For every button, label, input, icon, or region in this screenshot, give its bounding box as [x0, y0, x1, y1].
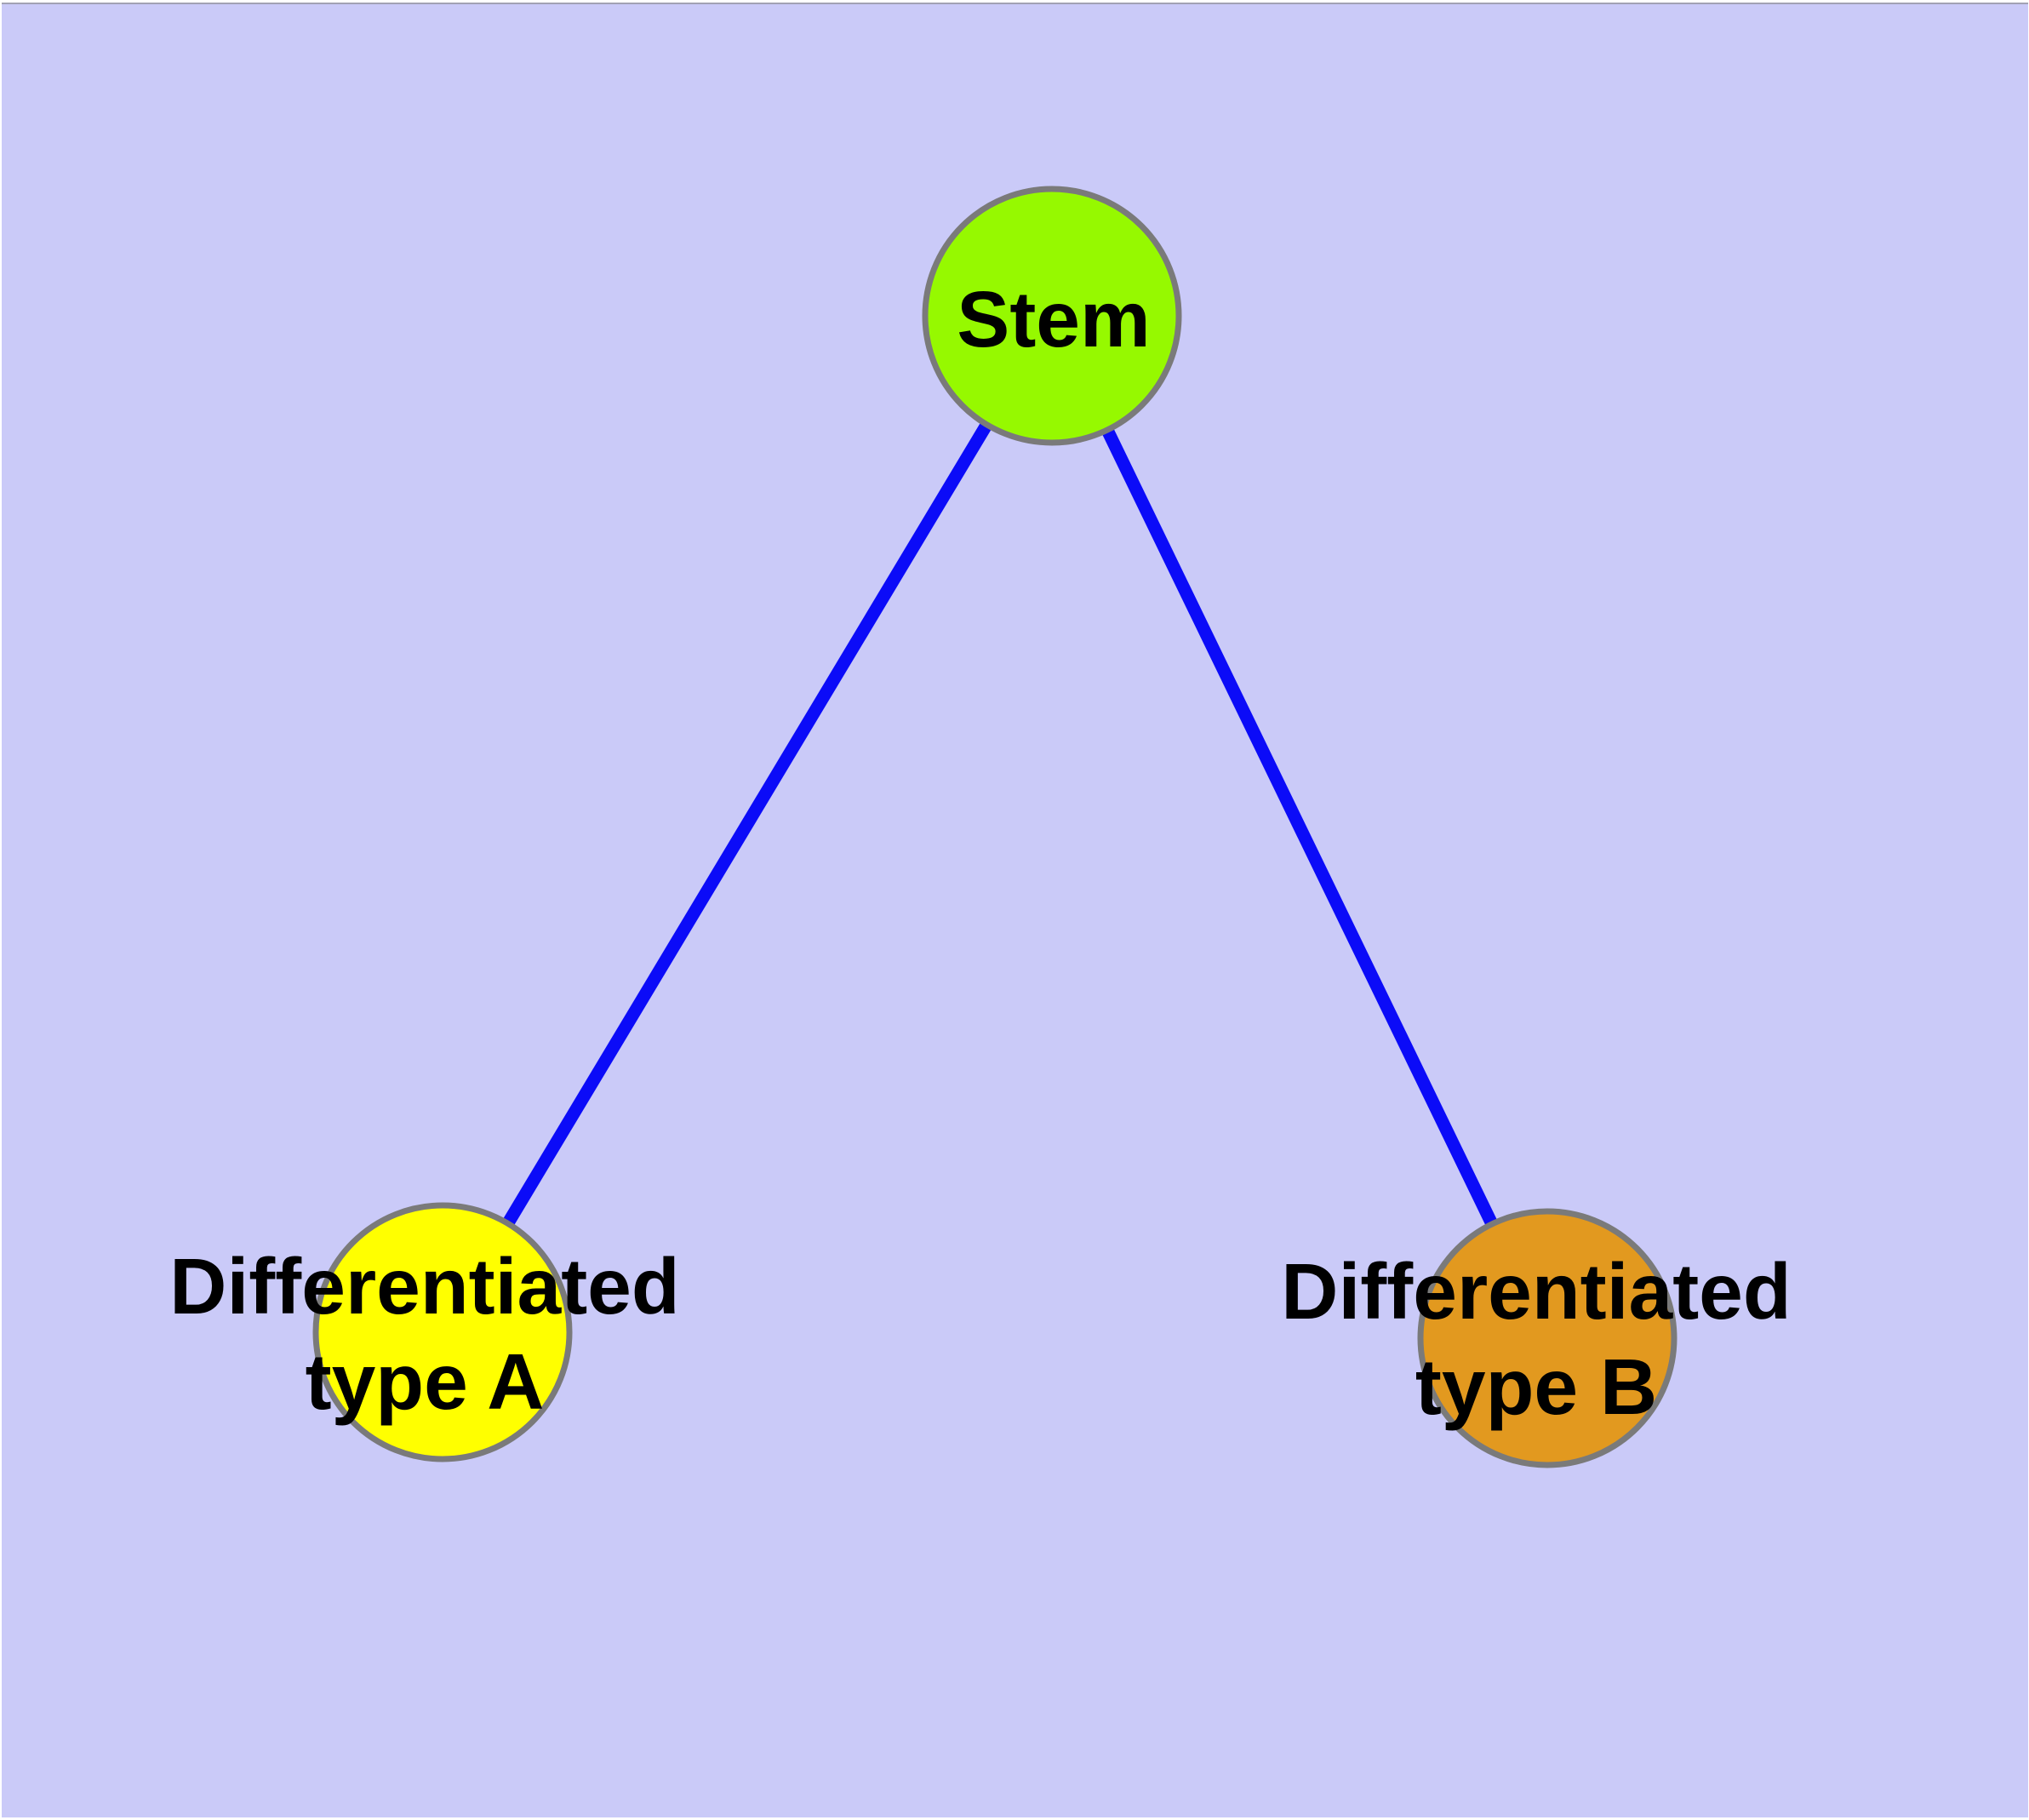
- window-edge-bottom: [0, 1817, 2029, 1820]
- node-label-stem: Stem: [957, 275, 1151, 363]
- window-edge-left: [0, 0, 2, 1820]
- window-edge-top: [0, 0, 2029, 3]
- node-stem[interactable]: [922, 186, 1182, 446]
- edge-stem-to-type-b: [1046, 312, 1553, 1342]
- window-edge-hairline: [0, 3, 2029, 4]
- node-differentiated-type-b[interactable]: [1417, 1208, 1677, 1468]
- node-label-differentiated-type-b: Differentiated type B: [1281, 1247, 1792, 1431]
- node-label-differentiated-type-a: Differentiated type A: [169, 1242, 680, 1426]
- edge-stem-to-type-a: [437, 312, 1058, 1336]
- node-differentiated-type-a[interactable]: [312, 1202, 573, 1462]
